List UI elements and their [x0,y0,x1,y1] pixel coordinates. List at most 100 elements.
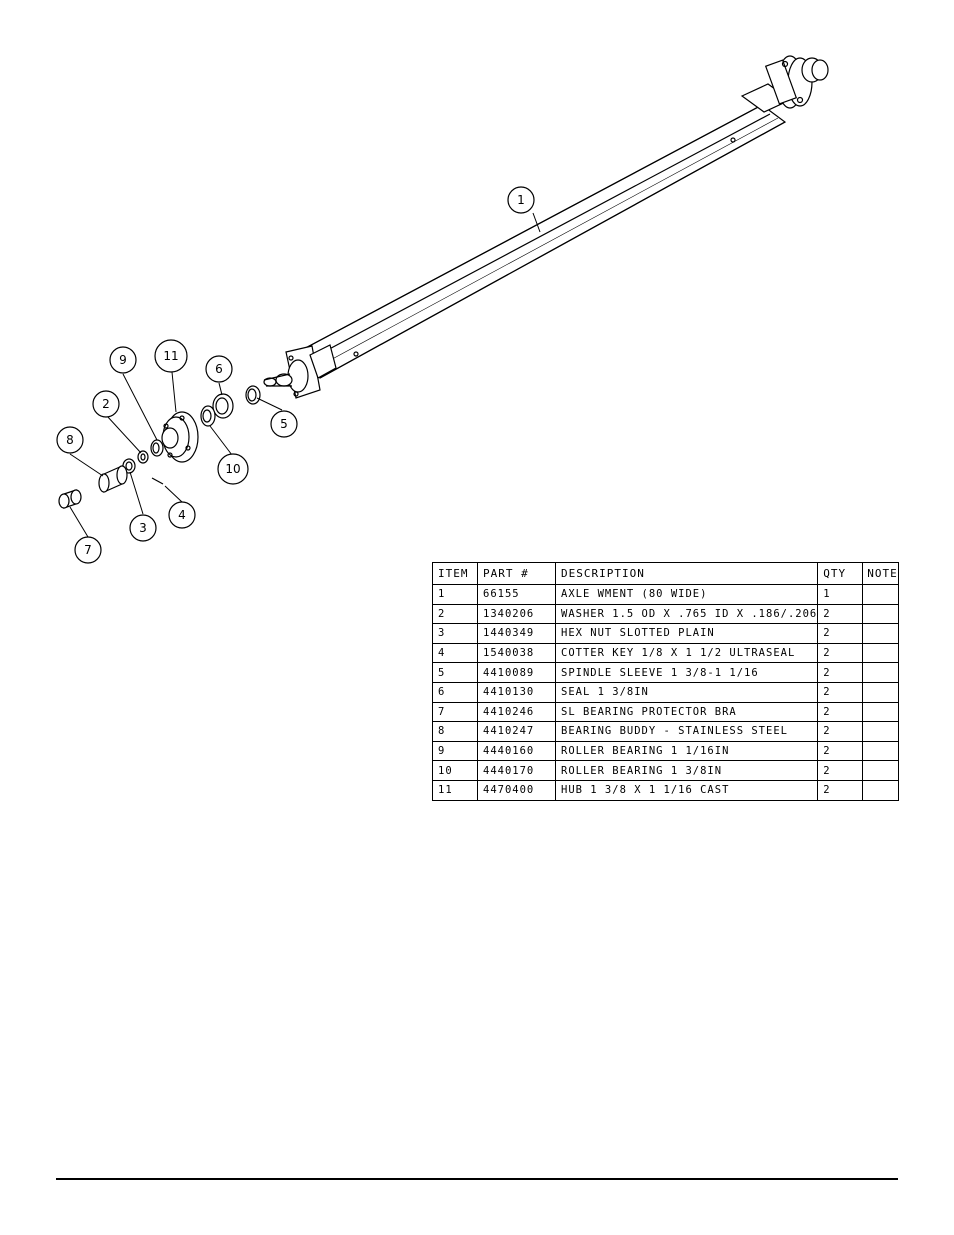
cell-description: SPINDLE SLEEVE 1 3/8-1 1/16 [554,662,819,683]
cell-item: 5 [432,662,478,683]
balloon-8: 8 [56,426,84,454]
cell-note [862,681,899,703]
cell-description: AXLE WMENT (80 WIDE) [554,584,819,605]
cell-note [862,662,899,683]
axle-tube [297,104,787,379]
balloon-label: 7 [84,543,92,557]
cell-qty: 2 [817,681,864,703]
balloon-6: 6 [205,355,233,383]
cell-note [862,701,899,723]
cell-part-number: 1440349 [477,623,556,644]
cell-qty: 2 [817,642,864,664]
balloon-label: 10 [225,462,240,476]
balloon-5: 5 [270,410,298,438]
part-2-washer [137,450,149,464]
cell-note [862,760,899,781]
part-4-cotter-key [151,477,164,485]
cell-part-number: 4410130 [477,681,556,703]
balloon-label: 9 [119,353,127,367]
part-11-hub [161,411,199,463]
part-5-spindle-sleeve [245,385,261,405]
cell-description: ROLLER BEARING 1 1/16IN [554,740,819,762]
cell-note [862,642,899,664]
cell-description: HEX NUT SLOTTED PLAIN [554,623,819,644]
balloon-9: 9 [109,346,137,374]
cell-qty: 1 [817,584,864,605]
balloon-11: 11 [154,339,188,373]
cell-item: 7 [432,701,478,723]
cell-qty: 2 [817,603,864,625]
cell-description: HUB 1 3/8 X 1 1/16 CAST [554,779,819,801]
cell-note [862,779,899,801]
cell-qty: 2 [817,623,864,644]
header-note: NOTE [862,562,899,585]
cell-note [862,740,899,762]
balloon-10: 10 [217,453,249,485]
left-spindle-assembly [263,344,337,399]
balloon-label: 4 [178,508,186,522]
balloon-label: 8 [66,433,74,447]
part-9-roller-bearing [150,439,164,457]
cell-part-number: 4440170 [477,760,556,781]
cell-item: 2 [432,603,478,625]
cell-part-number: 66155 [477,584,556,605]
balloon-3: 3 [129,514,157,542]
cell-qty: 2 [817,760,864,781]
cell-qty: 2 [817,779,864,801]
balloon-label: 11 [163,349,178,363]
part-8-bearing-buddy [98,465,128,493]
cell-note [862,623,899,644]
cell-part-number: 4410089 [477,662,556,683]
header-part-number: PART # [477,562,556,585]
header-item: ITEM [432,562,478,585]
cell-part-number: 4410247 [477,721,556,742]
cell-part-number: 4470400 [477,779,556,801]
cell-description: SEAL 1 3/8IN [554,681,819,703]
cell-qty: 2 [817,662,864,683]
cell-item: 10 [432,760,478,781]
balloon-label: 5 [280,417,288,431]
cell-description: COTTER KEY 1/8 X 1 1/2 ULTRASEAL [554,642,819,664]
cell-note [862,584,899,605]
cell-part-number: 4440160 [477,740,556,762]
cell-item: 11 [432,779,478,801]
balloon-7: 7 [74,536,102,564]
part-7-bearing-protector [58,489,82,509]
cell-note [862,721,899,742]
balloon-label: 1 [517,193,525,207]
cell-description: ROLLER BEARING 1 3/8IN [554,760,819,781]
cell-item: 9 [432,740,478,762]
balloon-1: 1 [507,186,535,214]
cell-item: 6 [432,681,478,703]
table-header-row: ITEM PART # DESCRIPTION QTY NOTE [432,562,899,585]
footer-rule [56,1178,898,1180]
balloon-label: 6 [215,362,223,376]
cell-description: WASHER 1.5 OD X .765 ID X .186/.206 [554,603,819,625]
cell-description: SL BEARING PROTECTOR BRA [554,701,819,723]
cell-item: 8 [432,721,478,742]
cell-item: 1 [432,584,478,605]
leader-lines [69,212,541,538]
right-hub-assembly [740,55,829,113]
cell-part-number: 4410246 [477,701,556,723]
cell-item: 4 [432,642,478,664]
cell-description: BEARING BUDDY - STAINLESS STEEL [554,721,819,742]
balloon-4: 4 [168,501,196,529]
cell-qty: 2 [817,701,864,723]
header-description: DESCRIPTION [554,562,819,585]
header-qty: QTY [817,562,864,585]
cell-part-number: 1340206 [477,603,556,625]
